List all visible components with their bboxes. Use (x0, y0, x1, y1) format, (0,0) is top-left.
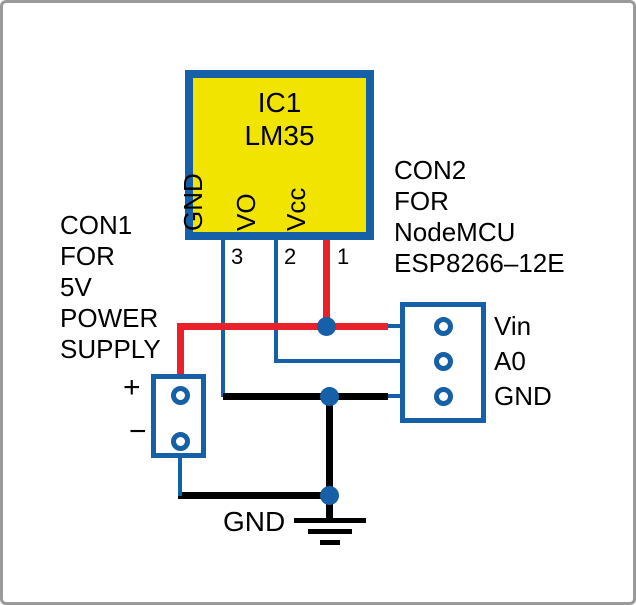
wire-to-earth-symbol (326, 496, 333, 521)
wire-vo-to-a0-horizontal (274, 359, 400, 363)
con1-desc-line: FOR (60, 241, 115, 271)
con2-pin-label-gnd: GND (494, 381, 552, 411)
con2-pin-label-vin: Vin (494, 311, 532, 341)
con1-minus-label: − (129, 415, 147, 448)
wire-ground-horizontal-top (223, 393, 388, 400)
pin-number-3: 3 (231, 244, 244, 269)
junction-dot-vcc-5v (317, 317, 336, 336)
con2-desc-line: FOR (394, 186, 449, 216)
con2-desc-line: CON2 (394, 155, 467, 185)
con2-vin-pin-hole (434, 317, 453, 336)
earth-bar-bottom (320, 540, 340, 545)
con2-vin-pin-stub (388, 324, 402, 328)
earth-bar-middle (308, 529, 352, 534)
wire-pin1-vcc-vertical (323, 240, 330, 330)
earth-bar-top (294, 518, 366, 523)
con1-desc-line: SUPPLY (60, 334, 161, 364)
ground-label: GND (223, 506, 286, 537)
con2-gnd-pin-hole (434, 387, 453, 406)
ic-lm35-box: IC1 LM35 (185, 70, 374, 240)
wire-ground-horizontal-bottom (178, 492, 333, 499)
wire-pin3-gnd-vertical (221, 240, 225, 397)
con1-minus-pin-hole (171, 432, 190, 451)
con1-description: CON1 FOR 5V POWER SUPPLY (60, 210, 161, 365)
con1-plus-pin-hole (171, 386, 190, 405)
con2-gnd-pin-stub (388, 394, 402, 398)
con1-desc-line: POWER (60, 303, 159, 333)
ic-part-label: LM35 (244, 120, 315, 151)
con2-pin-label-a0: A0 (494, 346, 526, 376)
pin-number-2: 2 (284, 244, 297, 269)
con1-desc-line: 5V (60, 272, 92, 302)
pin-number-1: 1 (337, 244, 350, 269)
con2-desc-line: ESP8266–12E (394, 248, 565, 278)
con1-minus-stub (178, 456, 182, 496)
con2-desc-line: NodeMCU (394, 217, 516, 247)
wire-ground-vertical (326, 393, 333, 500)
con2-a0-pin-hole (434, 352, 453, 371)
wire-pin2-vo-vertical (274, 240, 278, 363)
wire-5v-to-con1-vertical (177, 323, 184, 377)
wire-5v-rail-horizontal (177, 323, 388, 330)
ic-ref-label: IC1 (257, 87, 302, 118)
junction-dot-ground-top (320, 387, 339, 406)
ic-pin-gnd-label: GND (178, 173, 208, 231)
con1-plus-label: + (123, 371, 141, 404)
junction-dot-ground-bottom (320, 486, 339, 505)
con2-description: CON2 FOR NodeMCU ESP8266–12E (394, 155, 565, 279)
ic-pin-vo-label: VO (231, 193, 261, 231)
con1-desc-line: CON1 (60, 210, 133, 240)
ic-pin-vcc-label: Vcc (281, 187, 311, 231)
